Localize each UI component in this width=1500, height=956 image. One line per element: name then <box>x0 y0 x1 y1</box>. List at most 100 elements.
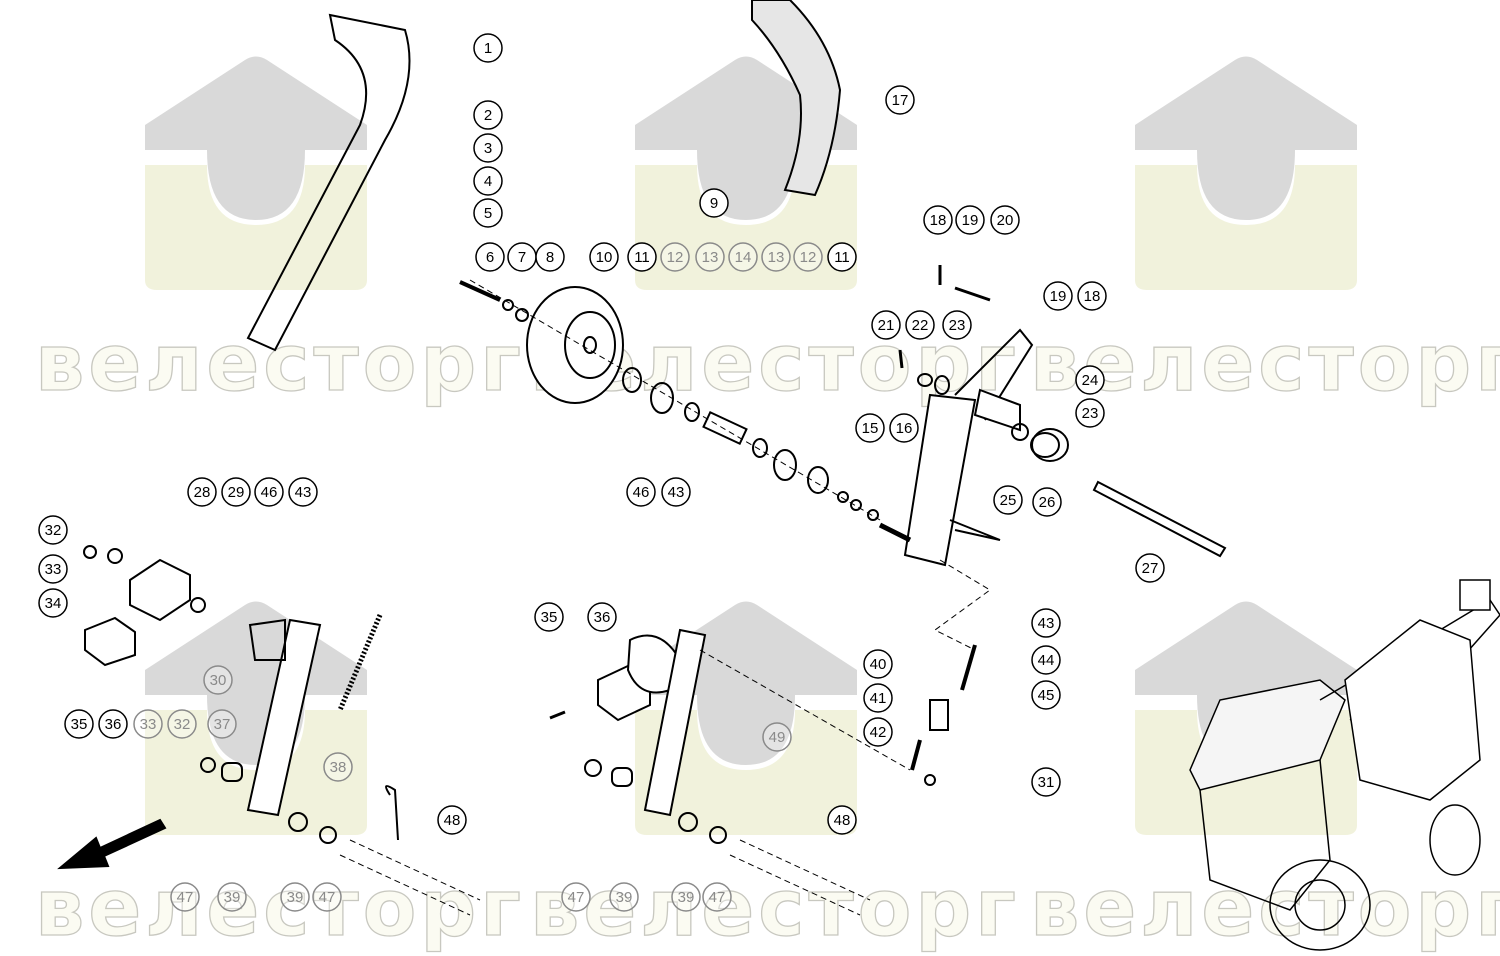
callout-circle <box>535 242 565 272</box>
callout-label: 49 <box>769 729 786 746</box>
callout-label: 3 <box>484 140 492 157</box>
callout-circle <box>671 882 701 912</box>
callout-label: 43 <box>1038 615 1055 632</box>
callout-46: 46 <box>626 477 656 507</box>
callout-circle <box>207 709 237 739</box>
pedal-part-49 <box>643 628 707 817</box>
callout-36: 36 <box>98 709 128 739</box>
callout-12: 12 <box>660 242 690 272</box>
callout-label: 36 <box>105 716 122 733</box>
callout-label: 38 <box>330 759 347 776</box>
callout-label: 12 <box>800 249 817 266</box>
callout-8: 8 <box>535 242 565 272</box>
callout-label: 24 <box>1082 372 1099 389</box>
callout-circle <box>627 242 657 272</box>
callout-label: 39 <box>224 889 241 906</box>
callout-circle <box>323 752 353 782</box>
callout-label: 28 <box>194 484 211 501</box>
callout-32: 32 <box>38 515 68 545</box>
watermark-logo <box>1135 56 1357 290</box>
arm-part-25 <box>903 393 977 567</box>
callout-circle <box>793 242 823 272</box>
callout-circle <box>855 413 885 443</box>
callout-36: 36 <box>587 602 617 632</box>
callout-circle <box>38 554 68 584</box>
callout-label: 15 <box>862 420 879 437</box>
callout-circle <box>288 477 318 507</box>
callout-circle <box>1031 645 1061 675</box>
callout-11: 11 <box>827 242 857 272</box>
callout-label: 6 <box>486 249 494 266</box>
callout-23: 23 <box>942 310 972 340</box>
callout-circle <box>762 722 792 752</box>
callout-circle <box>473 100 503 130</box>
callout-circle <box>312 882 342 912</box>
callout-circle <box>863 649 893 679</box>
callout-label: 17 <box>892 92 909 109</box>
callout-label: 11 <box>634 249 650 266</box>
callout-label: 19 <box>1050 288 1067 305</box>
callout-circle <box>609 882 639 912</box>
callout-label: 2 <box>484 107 492 124</box>
callout-label: 23 <box>949 317 966 334</box>
callout-circle <box>660 242 690 272</box>
callout-label: 5 <box>484 205 492 222</box>
callout-circle <box>942 310 972 340</box>
callout-circle <box>170 882 200 912</box>
callout-49: 49 <box>762 722 792 752</box>
callout-circle <box>871 310 901 340</box>
callout-6: 6 <box>475 242 505 272</box>
belt-part-1 <box>246 13 411 352</box>
callout-circle <box>993 485 1023 515</box>
callout-41: 41 <box>863 683 893 713</box>
callout-label: 9 <box>710 195 718 212</box>
callout-48: 48 <box>437 805 467 835</box>
callout-19: 19 <box>955 205 985 235</box>
callout-label: 46 <box>261 484 278 501</box>
callout-circle <box>280 882 310 912</box>
callout-label: 48 <box>444 812 461 829</box>
callout-39: 39 <box>280 882 310 912</box>
callout-label: 47 <box>177 889 194 906</box>
direction-arrow-icon <box>57 818 167 870</box>
callout-46: 46 <box>254 477 284 507</box>
callout-circle <box>863 717 893 747</box>
callout-label: 33 <box>45 561 62 578</box>
callout-circle <box>534 602 564 632</box>
spring-part-38 <box>337 614 383 711</box>
callout-circle <box>1043 281 1073 311</box>
callout-label: 40 <box>870 656 887 673</box>
callout-14: 14 <box>728 242 758 272</box>
callout-circle <box>863 683 893 713</box>
callout-circle <box>1032 487 1062 517</box>
watermark-logo <box>145 56 367 290</box>
callout-11: 11 <box>627 242 657 272</box>
callout-label: 47 <box>568 889 585 906</box>
callout-label: 27 <box>1142 560 1159 577</box>
callout-circle <box>473 33 503 63</box>
callout-3: 3 <box>473 133 503 163</box>
callout-label: 35 <box>71 716 88 733</box>
callout-circle <box>923 205 953 235</box>
callout-circle <box>98 709 128 739</box>
callout-17: 17 <box>885 85 915 115</box>
callout-label: 19 <box>962 212 979 229</box>
callout-31: 31 <box>1031 767 1061 797</box>
callout-circle <box>38 588 68 618</box>
callout-label: 44 <box>1038 652 1055 669</box>
callout-label: 26 <box>1039 494 1056 511</box>
callout-4: 4 <box>473 166 503 196</box>
callout-35: 35 <box>534 602 564 632</box>
callout-label: 14 <box>735 249 752 266</box>
callout-label: 39 <box>678 889 695 906</box>
shaft-part-27 <box>1092 480 1227 558</box>
callout-label: 32 <box>45 522 62 539</box>
callout-39: 39 <box>217 882 247 912</box>
watermark-text: велесторг <box>1029 864 1500 954</box>
callout-circle <box>702 882 732 912</box>
callout-label: 20 <box>997 212 1014 229</box>
callout-circle <box>1075 365 1105 395</box>
callout-22: 22 <box>905 310 935 340</box>
callout-9: 9 <box>699 188 729 218</box>
